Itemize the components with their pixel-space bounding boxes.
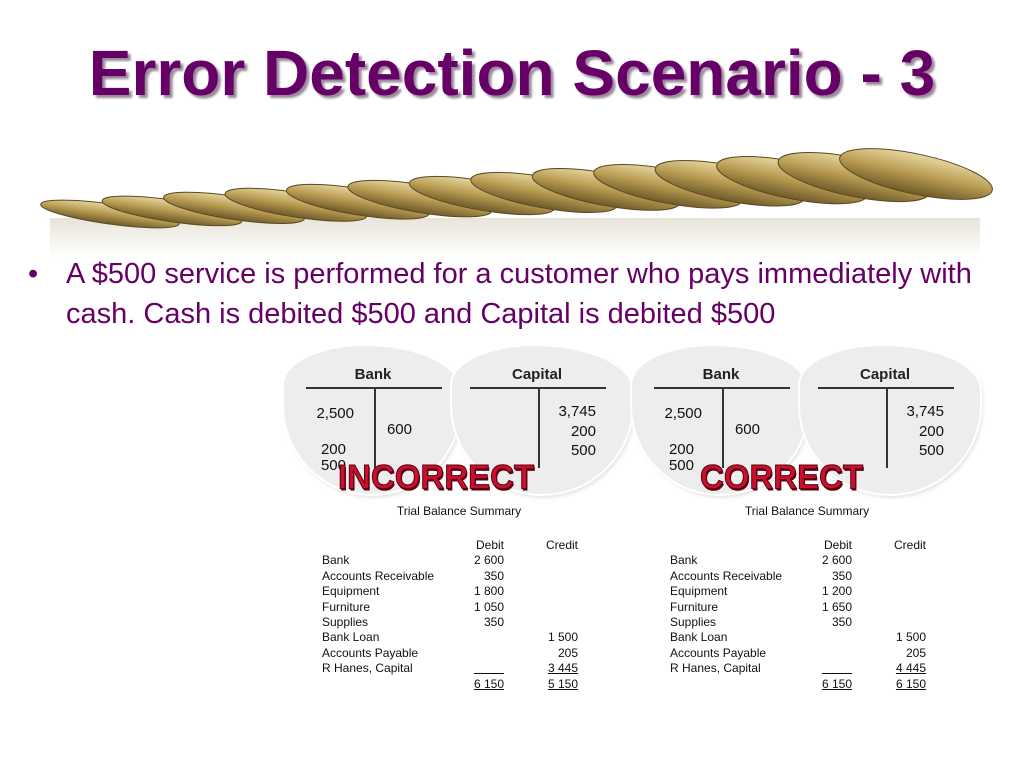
t-debit: 2,500 [664, 405, 702, 422]
credit-total: 6 150 [895, 676, 926, 691]
capital-t-account: Capital 3,745 200 500 [810, 346, 960, 494]
correct-stamp: CORRECT [699, 457, 864, 497]
bullet-point: • A $500 service is performed for a cust… [28, 254, 1003, 334]
debit-header: Debit [823, 538, 852, 552]
t-credit: 200 [570, 423, 596, 440]
capital-card [800, 346, 980, 494]
debit-total: 6 150 [473, 676, 504, 691]
credit-header: Credit [545, 538, 578, 552]
table-header-row: Debit Credit [670, 538, 926, 553]
coins-image [40, 148, 993, 258]
t-credit: 3,745 [558, 403, 596, 420]
bank-card [284, 346, 460, 494]
bank-card [632, 346, 808, 494]
table-header-row: Debit Credit [322, 538, 578, 553]
table-row: R Hanes, Capital 4 445 [670, 661, 926, 676]
capital-card [452, 346, 632, 494]
t-credit: 500 [570, 442, 596, 459]
credit-total: 5 150 [547, 676, 578, 691]
t-debit: 200 [668, 441, 694, 458]
bank-t-account: Bank 2,500 200 500 600 [646, 346, 796, 494]
t-debit: 200 [320, 441, 346, 458]
coin [839, 148, 993, 200]
slide-title: Error Detection Scenario - 3 [88, 37, 936, 109]
debit-header: Debit [475, 538, 504, 552]
t-debit: 500 [668, 457, 694, 474]
t-account-title: Capital [511, 366, 562, 383]
t-credit: 200 [918, 423, 944, 440]
t-account-title: Capital [859, 366, 910, 383]
totals-row: 6 150 5 150 [322, 677, 578, 692]
t-account-title: Bank [702, 366, 740, 383]
t-credit: 600 [734, 421, 760, 438]
trial-balance-title: Trial Balance Summary [744, 504, 870, 518]
totals-row: 6 150 6 150 [670, 677, 926, 692]
t-credit: 500 [918, 442, 944, 459]
incorrect-stamp: INCORRECT [337, 457, 535, 497]
t-account-title: Bank [354, 366, 392, 383]
t-credit: 600 [386, 421, 412, 438]
debit-total: 6 150 [821, 676, 852, 691]
table-row: R Hanes, Capital 3 445 [322, 661, 578, 676]
bullet-text: A $500 service is performed for a custom… [66, 258, 972, 330]
bullet-dot: • [28, 258, 39, 290]
t-debit: 500 [320, 457, 346, 474]
credit-header: Credit [893, 538, 926, 552]
t-credit: 3,745 [906, 403, 944, 420]
t-debit: 2,500 [316, 405, 354, 422]
bank-t-account: Bank 2,500 200 500 600 [298, 346, 448, 494]
capital-t-account: Capital 3,745 200 500 [462, 346, 612, 494]
trial-balance-title: Trial Balance Summary [396, 504, 522, 518]
